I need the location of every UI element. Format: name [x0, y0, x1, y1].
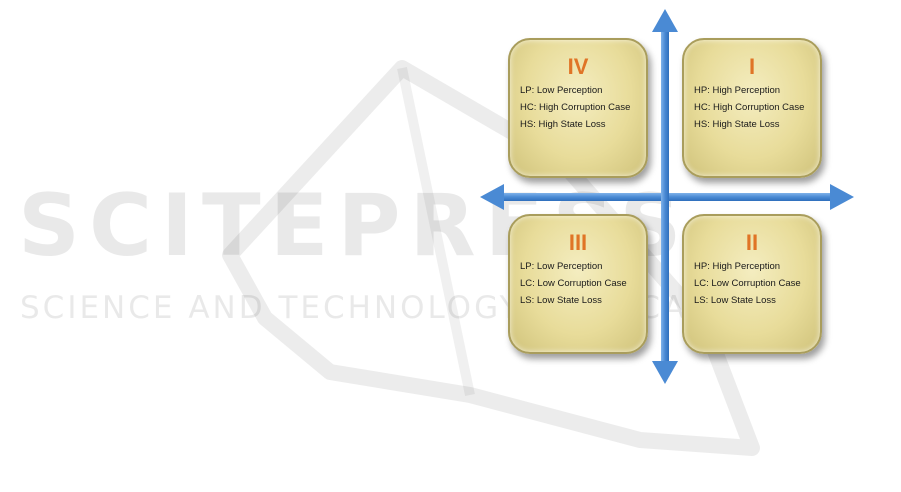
quadrant-iv-line: HC: High Corruption Case	[520, 102, 631, 113]
quadrant-i-line: HC: High Corruption Case	[694, 102, 805, 113]
quadrant-iv-label: IV	[567, 54, 589, 79]
quadrant-iii-label: III	[568, 230, 588, 255]
quadrant-ii-line: HP: High Perception	[694, 261, 781, 272]
quadrant-iii: III LP: Low Perception LC: Low Corruptio…	[508, 214, 648, 354]
quadrant-iv-line: HS: High State Loss	[520, 119, 606, 130]
quadrant-ii-line: LS: Low State Loss	[694, 295, 776, 306]
quadrant-ii: II HP: High Perception LC: Low Corruptio…	[682, 214, 822, 354]
quadrant-iii-line: LS: Low State Loss	[520, 295, 602, 306]
axes	[480, 9, 854, 384]
quadrant-iii-line: LC: Low Corruption Case	[520, 278, 627, 289]
quadrant-i-line: HS: High State Loss	[694, 119, 780, 130]
quadrant-i: I HP: High Perception HC: High Corruptio…	[682, 38, 822, 178]
vertical-axis-arrow	[652, 9, 678, 384]
quadrant-iv: IV LP: Low Perception HC: High Corruptio…	[508, 38, 648, 178]
quadrant-iv-line: LP: Low Perception	[520, 85, 603, 96]
quadrant-diagram: IV LP: Low Perception HC: High Corruptio…	[478, 8, 858, 386]
quadrant-i-label: I	[748, 54, 756, 79]
quadrant-i-line: HP: High Perception	[694, 85, 781, 96]
quadrant-iii-line: LP: Low Perception	[520, 261, 603, 272]
quadrant-ii-line: LC: Low Corruption Case	[694, 278, 801, 289]
quadrant-ii-label: II	[745, 230, 759, 255]
